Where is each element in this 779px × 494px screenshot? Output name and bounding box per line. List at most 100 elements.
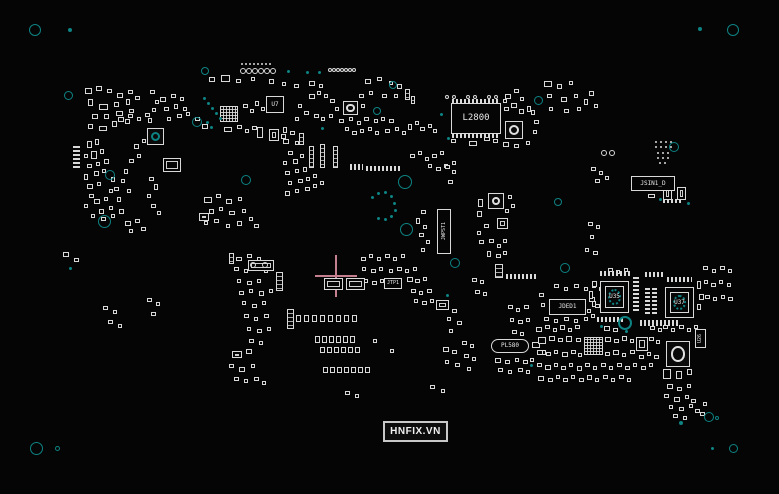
mounting-hole xyxy=(192,117,202,127)
smd-component xyxy=(373,339,377,343)
smd-component xyxy=(685,395,689,399)
smd-component xyxy=(92,114,98,119)
smd-component xyxy=(337,367,342,373)
smd-component xyxy=(358,367,363,373)
component-PL580[interactable]: PL580 xyxy=(491,339,529,353)
smd-component xyxy=(330,99,335,103)
smd-component xyxy=(104,114,109,119)
smd-component xyxy=(117,93,123,98)
smd-component xyxy=(137,154,141,158)
component-JDED1[interactable]: JDED1 xyxy=(549,299,586,315)
smd-component xyxy=(251,364,255,368)
smd-component xyxy=(84,174,88,180)
mounting-hole xyxy=(560,263,570,273)
watermark-text: HNFIX.VN xyxy=(390,426,441,437)
smd-component xyxy=(319,84,323,88)
smd-component xyxy=(647,352,651,356)
smd-component xyxy=(579,378,584,382)
pad-ring xyxy=(258,68,264,74)
smd-component xyxy=(627,378,631,382)
smd-component xyxy=(413,267,417,271)
smd-component xyxy=(689,404,693,408)
smd-component xyxy=(372,281,377,285)
smd-component xyxy=(171,94,176,98)
smd-component xyxy=(164,107,169,111)
pad-ring xyxy=(336,68,340,72)
mounting-hole xyxy=(201,67,209,75)
component-JWPST1[interactable]: JWPST1 xyxy=(437,209,451,254)
smd-component xyxy=(520,97,524,101)
smd-component xyxy=(510,318,514,322)
smd-component xyxy=(313,184,317,188)
mounting-hole xyxy=(63,90,73,100)
component-U37[interactable]: U37 xyxy=(665,287,694,318)
smd-component xyxy=(571,375,575,379)
smd-component xyxy=(125,221,131,226)
smd-component xyxy=(419,233,424,237)
smd-component xyxy=(249,339,254,343)
smd-component xyxy=(577,107,581,111)
smd-component xyxy=(479,240,484,244)
smd-component xyxy=(152,108,156,112)
via-dot xyxy=(669,140,673,144)
smd-component xyxy=(593,251,598,255)
test-point xyxy=(698,27,702,31)
smd-component xyxy=(532,342,540,348)
via-dot xyxy=(240,62,244,66)
smd-component xyxy=(381,117,385,121)
smd-component xyxy=(613,350,619,355)
smd-component xyxy=(288,181,292,185)
smd-component xyxy=(415,121,419,125)
component-U7[interactable]: U7 xyxy=(266,96,284,113)
test-point xyxy=(446,136,450,140)
pin-bar-component xyxy=(320,144,325,168)
component-U35[interactable]: U35 xyxy=(600,281,629,313)
pin-row xyxy=(350,164,363,170)
smd-component xyxy=(727,283,731,287)
smd-component xyxy=(118,324,122,328)
smd-component xyxy=(327,347,332,353)
smd-component xyxy=(691,399,696,403)
smd-component xyxy=(341,347,346,353)
smd-component xyxy=(377,257,381,261)
smd-component xyxy=(312,315,317,322)
smd-component xyxy=(697,304,701,310)
smd-component xyxy=(91,151,97,159)
smd-component xyxy=(183,107,187,111)
smd-component xyxy=(204,197,212,203)
test-point xyxy=(376,191,380,195)
smd-component xyxy=(667,384,673,389)
smd-component xyxy=(262,381,266,385)
pad-ring xyxy=(240,68,246,74)
smd-component xyxy=(589,291,593,299)
pad-ring xyxy=(445,95,449,99)
smd-component xyxy=(705,295,710,299)
smd-component xyxy=(85,88,92,94)
smd-component xyxy=(348,347,353,353)
component-L2800[interactable]: L2800 xyxy=(451,103,501,134)
smd-component xyxy=(147,194,151,198)
smd-component xyxy=(596,225,600,229)
smd-component xyxy=(361,104,365,108)
smd-component xyxy=(605,352,610,356)
smd-component xyxy=(283,127,287,133)
component-JTP1[interactable]: JTP1 xyxy=(384,278,402,289)
smd-component xyxy=(679,407,684,411)
smd-component xyxy=(605,337,611,342)
smd-component xyxy=(320,315,325,322)
smd-component xyxy=(109,206,113,210)
smd-component xyxy=(261,107,265,111)
smd-component xyxy=(575,325,580,329)
smd-component xyxy=(174,104,178,109)
component-outline-double xyxy=(324,278,343,290)
smd-component xyxy=(262,301,266,305)
component-U26[interactable]: U26 xyxy=(695,329,706,348)
smd-component xyxy=(445,165,450,169)
smd-component xyxy=(96,86,102,91)
component-JSIN1_D[interactable]: JSIN1_D xyxy=(631,176,675,191)
smd-component xyxy=(99,209,104,214)
smd-component xyxy=(142,139,146,143)
smd-component xyxy=(703,402,707,406)
smd-component xyxy=(541,303,545,307)
